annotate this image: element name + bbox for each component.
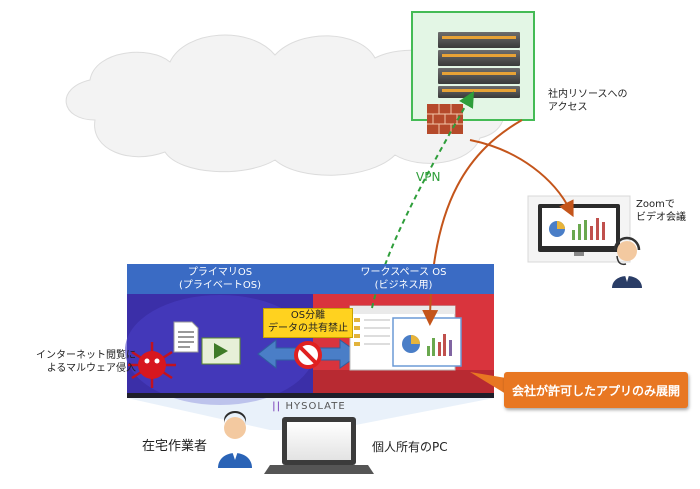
video-icon: [201, 337, 241, 365]
workspace-os-header: ワークスペース OS (ビジネス用): [313, 264, 494, 294]
pc-label: 個人所有のPC: [372, 440, 448, 454]
os-separation-title: OS分離: [290, 310, 326, 321]
hysolate-logo-icon: ||: [272, 401, 282, 412]
malware-bug-icon: [128, 342, 176, 388]
zoom-label: Zoomで ビデオ会議: [636, 199, 686, 223]
worker-icon: [218, 411, 252, 468]
os-separation-desc: データの共有禁止: [268, 323, 348, 334]
os-separation-box: OS分離 データの共有禁止: [263, 308, 353, 338]
chart-window: [392, 317, 462, 367]
document-icon: [173, 321, 199, 353]
primary-os-title: プライマリOS: [187, 267, 253, 278]
allowed-apps-callout: 会社が許可したアプリのみ展開: [504, 372, 688, 408]
headset-person-icon: [612, 236, 642, 288]
pc-glow: [127, 398, 494, 430]
server-rack-icon: [411, 11, 535, 121]
vpn-label: VPN: [416, 170, 441, 184]
laptop-icon: [264, 417, 374, 474]
primary-os-header: プライマリOS (プライベートOS): [127, 264, 313, 294]
hysolate-brand-text: HYSOLATE: [285, 401, 346, 412]
workspace-os-title: ワークスペース OS: [360, 267, 447, 278]
prohibited-icon: [294, 341, 322, 369]
hysolate-brand: || HYSOLATE: [272, 400, 346, 414]
malware-label: インターネット閲覧に よるマルウェア侵入: [36, 350, 136, 374]
resource-access-label: 社内リソースへの アクセス: [548, 89, 628, 113]
worker-label: 在宅作業者: [142, 439, 208, 454]
primary-os-subtitle: (プライベートOS): [178, 280, 262, 291]
zoom-monitor-icon: [527, 195, 631, 263]
workspace-os-subtitle: (ビジネス用): [374, 280, 433, 291]
